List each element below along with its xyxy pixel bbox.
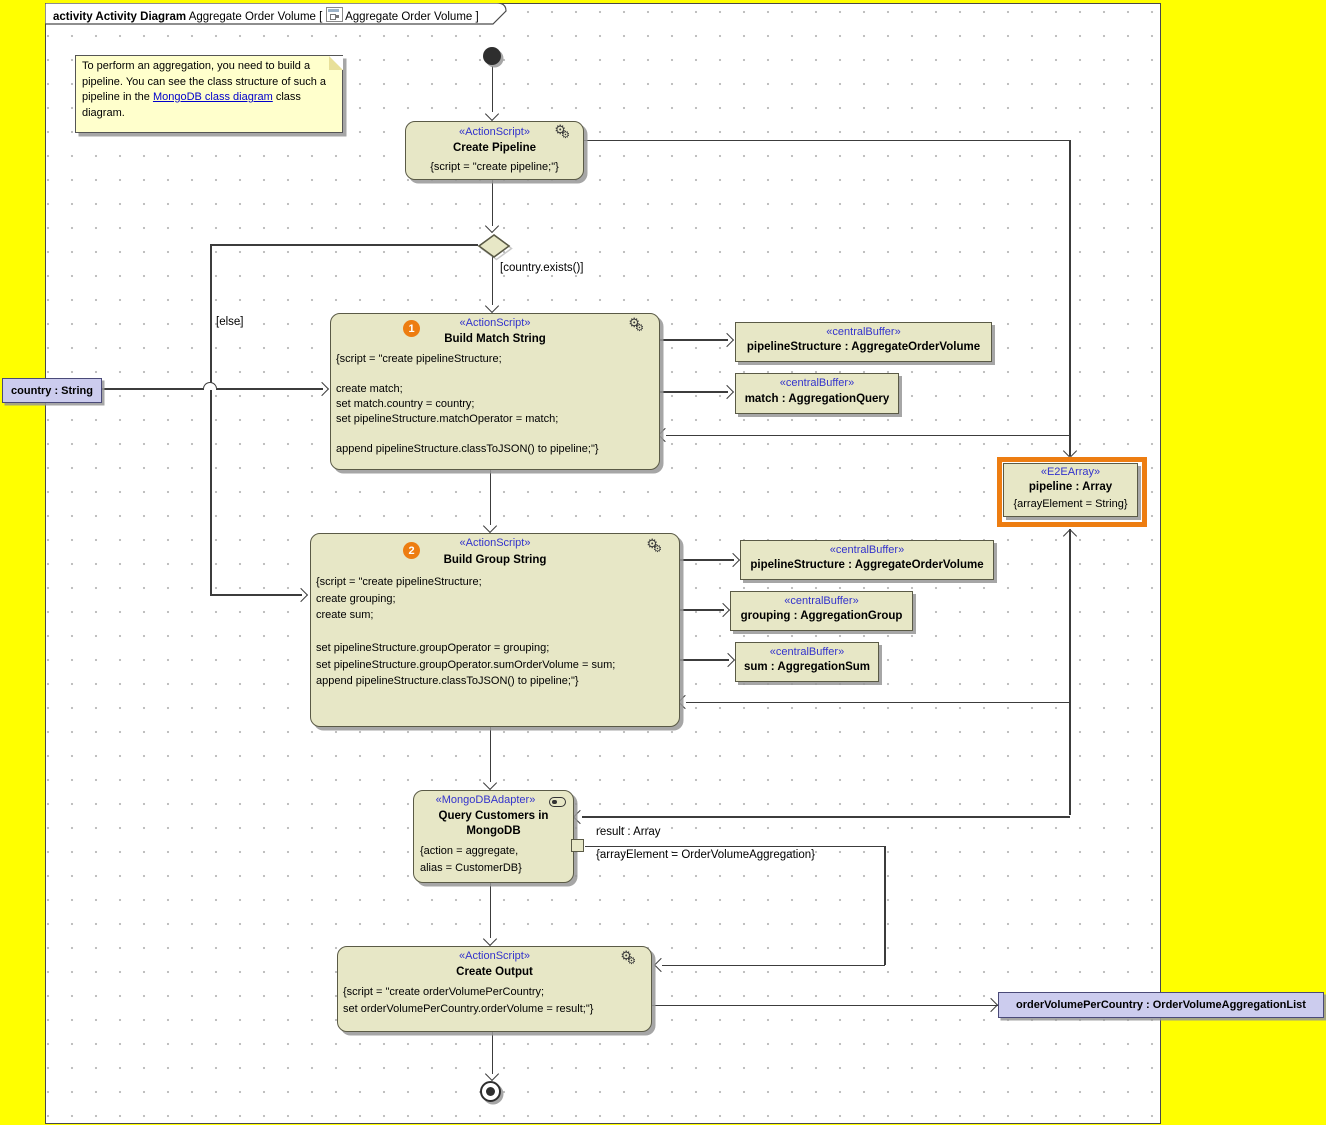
frame-tab-kind: activity Activity Diagram [53, 11, 187, 23]
edge-else-horizontal [210, 244, 478, 246]
edge-pipeline-array-to-build-group [686, 701, 1070, 703]
stereotype-label: «centralBuffer» [779, 377, 855, 389]
highlight-selection-border: «E2EArray» pipeline : Array {arrayElemen… [997, 457, 1147, 527]
note-text-after: class diagram. [82, 91, 301, 119]
action-props: {action = aggregate, alias = CustomerDB} [420, 845, 522, 874]
mongodb-class-diagram-link[interactable]: MongoDB class diagram [152, 91, 273, 103]
buffer-name: pipelineStructure : AggregateOrderVolume [746, 341, 981, 353]
stereotype-label: «ActionScript» [459, 126, 530, 138]
frame-tab-context: Aggregate Order Volume [ [188, 11, 323, 23]
action-create-pipeline[interactable]: «ActionScript» ⚙⚙ Create Pipeline {scrip… [405, 121, 584, 180]
decision-node[interactable] [477, 233, 513, 261]
action-query-customers-mongodb[interactable]: «MongoDBAdapter» Query Customers in Mong… [413, 790, 574, 883]
action-create-output[interactable]: «ActionScript» ⚙⚙ Create Output {script … [337, 946, 652, 1032]
action-name: Create Pipeline [452, 142, 537, 154]
param-label: country : String [11, 384, 93, 397]
buffer-name: pipelineStructure : AggregateOrderVolume [750, 559, 984, 571]
param-label: orderVolumePerCountry : OrderVolumeAggre… [1016, 999, 1306, 1011]
stereotype-label: «ActionScript» [459, 537, 531, 549]
action-script: {script = "create pipelineStructure; cre… [336, 353, 599, 455]
edge-result-to-create-output [662, 964, 885, 966]
guard-country-exists: [country.exists()] [500, 262, 584, 274]
stereotype-label: «E2EArray» [1040, 466, 1101, 478]
action-name: Build Group String [443, 554, 547, 566]
edge-result-v [884, 846, 886, 965]
action-build-match-string[interactable]: «ActionScript» 1 ⚙⚙ Build Match String {… [330, 313, 660, 470]
edge-decision-to-build-match [491, 256, 493, 305]
edge-pipeline-array-to-build-match [666, 434, 1070, 436]
guard-else: [else] [216, 316, 244, 328]
diagram-icon [325, 7, 343, 22]
script-gears-icon: ⚙⚙ [620, 948, 636, 967]
frame-tab[interactable]: activity Activity Diagram Aggregate Orde… [53, 7, 479, 23]
stereotype-label: «MongoDBAdapter» [435, 794, 536, 806]
buffer-name: match : AggregationQuery [744, 393, 890, 405]
note-text: To perform an aggregation, you need to b… [82, 60, 326, 103]
stereotype-label: «centralBuffer» [826, 326, 901, 338]
edge-create-pipeline-to-decision [491, 178, 493, 226]
buffer-name: pipeline : Array [1028, 481, 1113, 493]
edge-to-pipelinestructure-buffer-1 [658, 339, 728, 341]
stereotype-label: «centralBuffer» [784, 595, 859, 607]
frame-tab-shape [45, 3, 507, 25]
result-pin-label: result : Array [596, 826, 661, 838]
edge-result-h1 [585, 845, 885, 847]
action-script: {script = "create pipelineStructure; cre… [316, 576, 616, 687]
buffer-grouping[interactable]: «centralBuffer» grouping : AggregationGr… [730, 591, 913, 631]
buffer-sum[interactable]: «centralBuffer» sum : AggregationSum [735, 642, 879, 682]
stereotype-label: «ActionScript» [459, 317, 531, 329]
edge-create-output-to-final [491, 1030, 493, 1074]
edge-initial-to-create-pipeline [491, 66, 493, 112]
activity-final-node[interactable] [480, 1081, 501, 1102]
param-country[interactable]: country : String [2, 378, 102, 403]
action-name: Create Output [456, 966, 533, 978]
action-name: Build Match String [444, 333, 546, 345]
output-pin-result[interactable] [571, 839, 584, 852]
result-pin-constraint: {arrayElement = OrderVolumeAggregation} [596, 849, 815, 861]
edge-to-match-buffer [658, 391, 728, 393]
script-gears-icon: ⚙⚙ [554, 122, 570, 141]
edge-create-pipeline-to-pipeline-array-v [1069, 140, 1071, 456]
edge-query-to-create-output [489, 881, 491, 938]
edge-pipeline-array-to-query-customers [582, 816, 1070, 818]
action-build-group-string[interactable]: «ActionScript» 2 ⚙⚙ Build Group String {… [310, 533, 680, 727]
action-name: Query Customers in MongoDB [438, 810, 549, 837]
adapter-icon [549, 797, 566, 807]
buffer-pipelinestructure-1[interactable]: «centralBuffer» pipelineStructure : Aggr… [735, 322, 992, 362]
buffer-name: grouping : AggregationGroup [740, 610, 903, 622]
script-gears-icon: ⚙⚙ [628, 315, 644, 334]
note-comment[interactable]: To perform an aggregation, you need to b… [75, 55, 343, 133]
param-order-volume-per-country[interactable]: orderVolumePerCountry : OrderVolumeAggre… [998, 992, 1324, 1018]
edge-pipeline-array-bottom-v [1069, 529, 1071, 815]
buffer-constraint: {arrayElement = String} [1013, 498, 1128, 510]
step-badge-1: 1 [403, 320, 420, 337]
edge-else-to-build-group [210, 594, 302, 596]
edge-create-output-to-param [650, 1004, 998, 1006]
edge-country-to-build-match-1 [100, 388, 203, 390]
script-gears-icon: ⚙⚙ [646, 536, 662, 555]
step-badge-2: 2 [403, 542, 420, 559]
stereotype-label: «centralBuffer» [829, 544, 905, 556]
edge-else-vertical [210, 244, 212, 595]
action-script: {script = "create orderVolumePerCountry;… [343, 986, 594, 1015]
edge-to-pipelinestructure-buffer-2 [678, 559, 734, 561]
buffer-pipelinestructure-2[interactable]: «centralBuffer» pipelineStructure : Aggr… [740, 540, 994, 580]
edge-hop [203, 382, 217, 390]
buffer-pipeline-array[interactable]: «E2EArray» pipeline : Array {arrayElemen… [1003, 463, 1138, 517]
edge-to-sum-buffer [678, 659, 729, 661]
edge-to-grouping-buffer [678, 609, 724, 611]
frame-tab-name: Aggregate Order Volume [345, 11, 473, 23]
initial-node[interactable] [483, 47, 501, 65]
frame-tab-bracket: ] [475, 11, 479, 23]
buffer-match[interactable]: «centralBuffer» match : AggregationQuery [735, 373, 899, 414]
action-script: {script = "create pipeline;"} [430, 161, 559, 173]
stereotype-label: «ActionScript» [459, 950, 530, 962]
edge-build-match-to-build-group [489, 468, 491, 525]
edge-build-group-to-query [489, 725, 491, 782]
edge-country-to-build-match-2 [217, 388, 323, 390]
note-fold-corner [329, 56, 343, 70]
buffer-name: sum : AggregationSum [743, 661, 871, 673]
edge-create-pipeline-to-pipeline-array-h [582, 139, 1070, 141]
stereotype-label: «centralBuffer» [769, 646, 845, 658]
